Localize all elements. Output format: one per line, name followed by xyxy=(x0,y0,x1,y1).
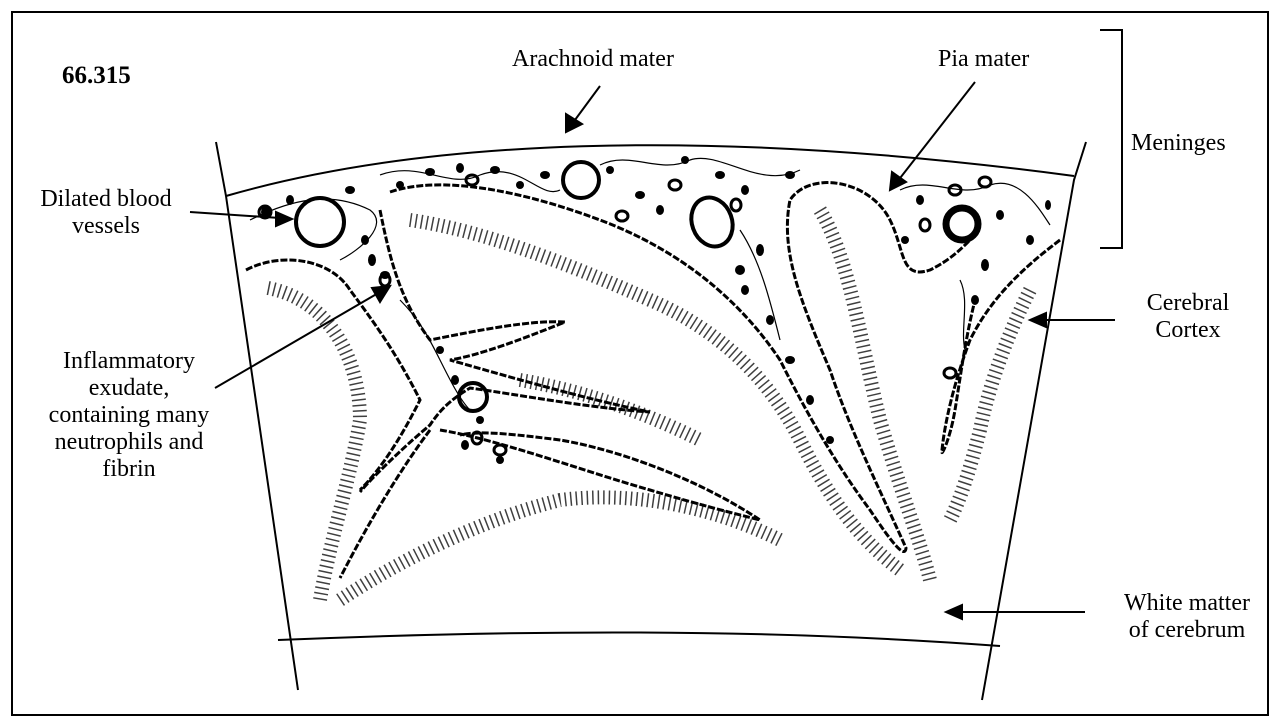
arrow-cortex-head xyxy=(1030,313,1046,327)
label-pia-mater: Pia mater xyxy=(938,46,1029,73)
vessel-2 xyxy=(563,162,599,198)
arrow-exudate-head xyxy=(372,286,390,302)
label-cerebral-cortex: Cerebral Cortex xyxy=(1128,290,1248,344)
vessel-1 xyxy=(296,198,344,246)
fibrin-strands xyxy=(250,158,1050,410)
label-white-matter: White matter of cerebrum xyxy=(1102,590,1272,644)
meninges-bracket xyxy=(1100,30,1122,248)
grey-matter-stipple xyxy=(268,210,1030,600)
arrow-vessels-head xyxy=(276,212,292,226)
vessel-4 xyxy=(946,208,978,240)
arrow-pia xyxy=(897,82,975,182)
label-inflammatory-exudate: Inflammatory exudate, containing many ne… xyxy=(18,348,240,483)
exudate-cells xyxy=(261,156,1051,464)
label-arachnoid-mater: Arachnoid mater xyxy=(512,46,674,73)
arrow-arachnoid-head xyxy=(566,114,582,132)
right-edge xyxy=(982,142,1086,700)
label-meninges: Meninges xyxy=(1131,130,1226,157)
arrow-arachnoid xyxy=(572,86,600,124)
label-dilated-blood-vessels: Dilated blood vessels xyxy=(22,186,190,240)
arrow-white-matter-head xyxy=(946,605,962,619)
bottom-edge xyxy=(278,632,1000,646)
figure-number: 66.315 xyxy=(62,62,131,89)
